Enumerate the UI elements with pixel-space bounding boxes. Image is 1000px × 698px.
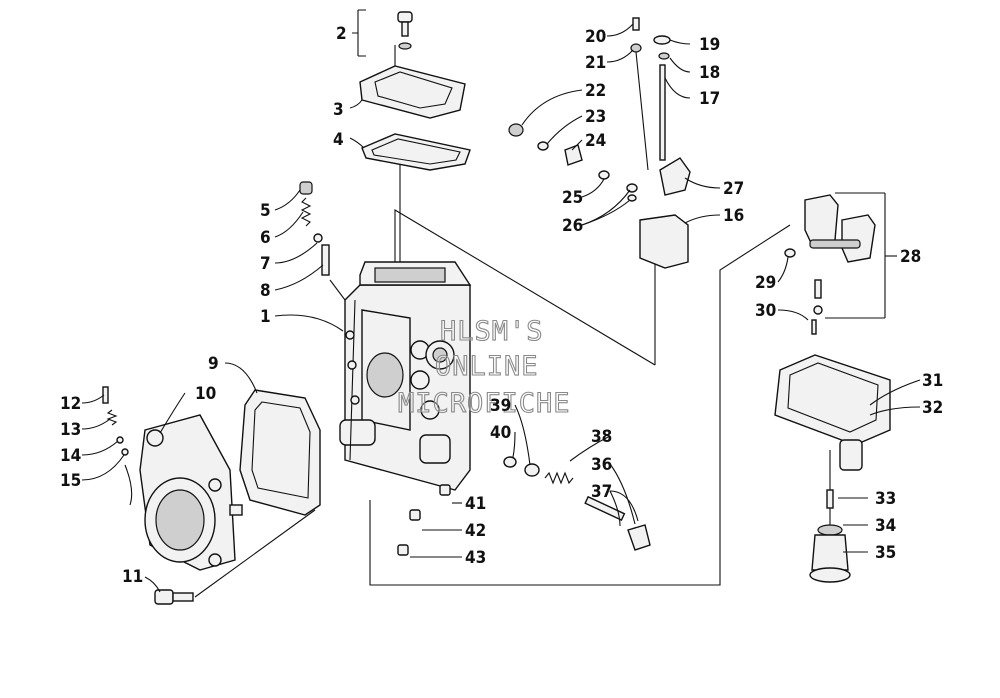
label-38: 38 — [591, 427, 612, 447]
label-26: 26 — [562, 216, 583, 236]
label-41: 41 — [465, 494, 486, 514]
label-40: 40 — [490, 423, 511, 443]
label-27: 27 — [723, 179, 744, 199]
label-10: 10 — [195, 384, 216, 404]
part-labels: 1 2 3 4 5 6 7 8 9 10 11 12 13 14 15 16 1… — [60, 24, 943, 587]
label-36: 36 — [591, 455, 612, 475]
throttle-slide-parts — [508, 17, 691, 269]
gasket — [239, 389, 321, 516]
pilot-screw-parts — [299, 181, 346, 301]
intake-adapter — [124, 414, 316, 605]
label-23: 23 — [585, 107, 606, 127]
watermark: HLSM'S ONLINE MICROFICHE — [397, 315, 571, 419]
watermark-line-2: ONLINE — [435, 351, 539, 382]
body-screws — [397, 484, 451, 556]
label-35: 35 — [875, 543, 896, 563]
carburetor-body — [339, 261, 472, 491]
label-11: 11 — [122, 567, 143, 587]
label-33: 33 — [875, 489, 896, 509]
label-31: 31 — [922, 371, 943, 391]
leader-lines — [81, 9, 921, 593]
label-24: 24 — [585, 131, 606, 151]
label-1: 1 — [260, 307, 271, 327]
label-13: 13 — [60, 420, 81, 440]
label-6: 6 — [260, 228, 271, 248]
label-8: 8 — [260, 281, 271, 301]
label-34: 34 — [875, 516, 896, 536]
label-14: 14 — [60, 446, 81, 466]
label-21: 21 — [585, 53, 606, 73]
label-43: 43 — [465, 548, 486, 568]
label-16: 16 — [723, 206, 744, 226]
label-28: 28 — [900, 247, 921, 267]
label-39: 39 — [490, 396, 511, 416]
label-2: 2 — [336, 24, 347, 44]
label-3: 3 — [333, 100, 344, 120]
float-bowl — [774, 354, 891, 525]
watermark-line-3: MICROFICHE — [398, 388, 571, 419]
label-30: 30 — [755, 301, 776, 321]
label-15: 15 — [60, 471, 81, 491]
label-7: 7 — [260, 254, 271, 274]
label-17: 17 — [699, 89, 720, 109]
label-5: 5 — [260, 201, 271, 221]
label-19: 19 — [699, 35, 720, 55]
label-22: 22 — [585, 81, 606, 101]
label-29: 29 — [755, 273, 776, 293]
label-37: 37 — [591, 482, 612, 502]
label-32: 32 — [922, 398, 943, 418]
top-cover-parts — [359, 11, 471, 171]
watermark-line-1: HLSM'S — [440, 316, 544, 347]
label-4: 4 — [333, 130, 344, 150]
label-20: 20 — [585, 27, 606, 47]
label-25: 25 — [562, 188, 583, 208]
needle-jet-parts — [503, 456, 651, 551]
drain-parts — [809, 489, 851, 583]
idle-screw-parts — [102, 386, 129, 456]
label-12: 12 — [60, 394, 81, 414]
label-9: 9 — [208, 354, 219, 374]
float-assembly — [784, 192, 886, 335]
label-42: 42 — [465, 521, 486, 541]
label-18: 18 — [699, 63, 720, 83]
